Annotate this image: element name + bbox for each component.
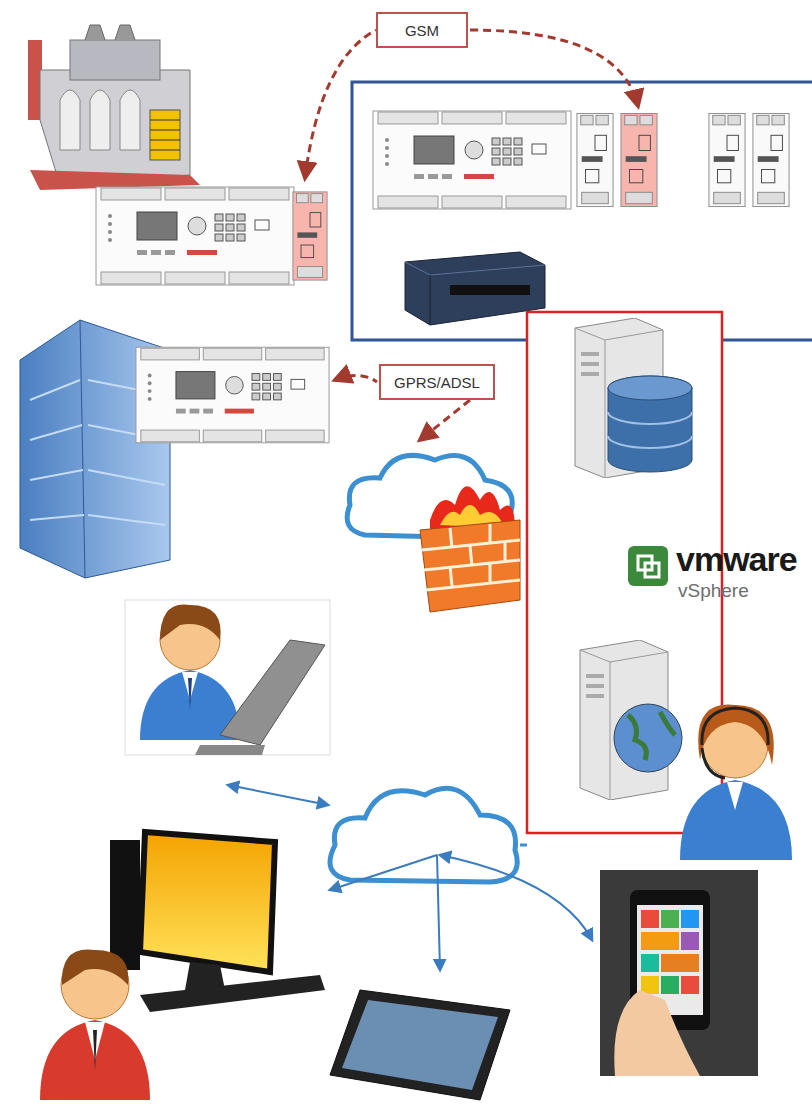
plc-controller — [373, 111, 571, 209]
link-label: GPRS/ADSL — [394, 374, 480, 391]
smartphone — [600, 870, 758, 1076]
link-label: GSM — [405, 22, 439, 39]
client-link — [440, 855, 592, 940]
plc-controller — [96, 187, 294, 285]
control-room-border — [352, 82, 812, 340]
gsm-link — [305, 30, 376, 178]
client-link — [330, 855, 437, 890]
link-label-box: GSM — [376, 12, 468, 48]
database-server — [575, 318, 692, 478]
vmware-icon — [628, 546, 668, 586]
firewall — [420, 486, 520, 612]
gprs-link — [420, 400, 470, 440]
user-desktop — [40, 832, 325, 1100]
network-switch — [405, 252, 545, 325]
client-link — [228, 785, 328, 805]
web-server — [580, 640, 682, 800]
gsm-link — [470, 30, 638, 106]
factory-icon — [28, 25, 200, 190]
client-link — [437, 855, 440, 970]
plc-controller — [136, 347, 329, 443]
tablet — [330, 990, 510, 1100]
vmware-logo-text: vmware — [676, 540, 797, 579]
link-label-box: GPRS/ADSL — [379, 364, 495, 400]
io-module — [753, 113, 789, 206]
gsm-module — [621, 113, 657, 206]
vsphere-logo-text: vSphere — [678, 580, 749, 602]
io-module — [709, 113, 745, 206]
gsm-module — [293, 192, 327, 280]
user-laptop — [125, 600, 330, 755]
io-module — [577, 113, 613, 206]
support-operator — [680, 705, 792, 860]
gprs-link — [335, 375, 377, 382]
